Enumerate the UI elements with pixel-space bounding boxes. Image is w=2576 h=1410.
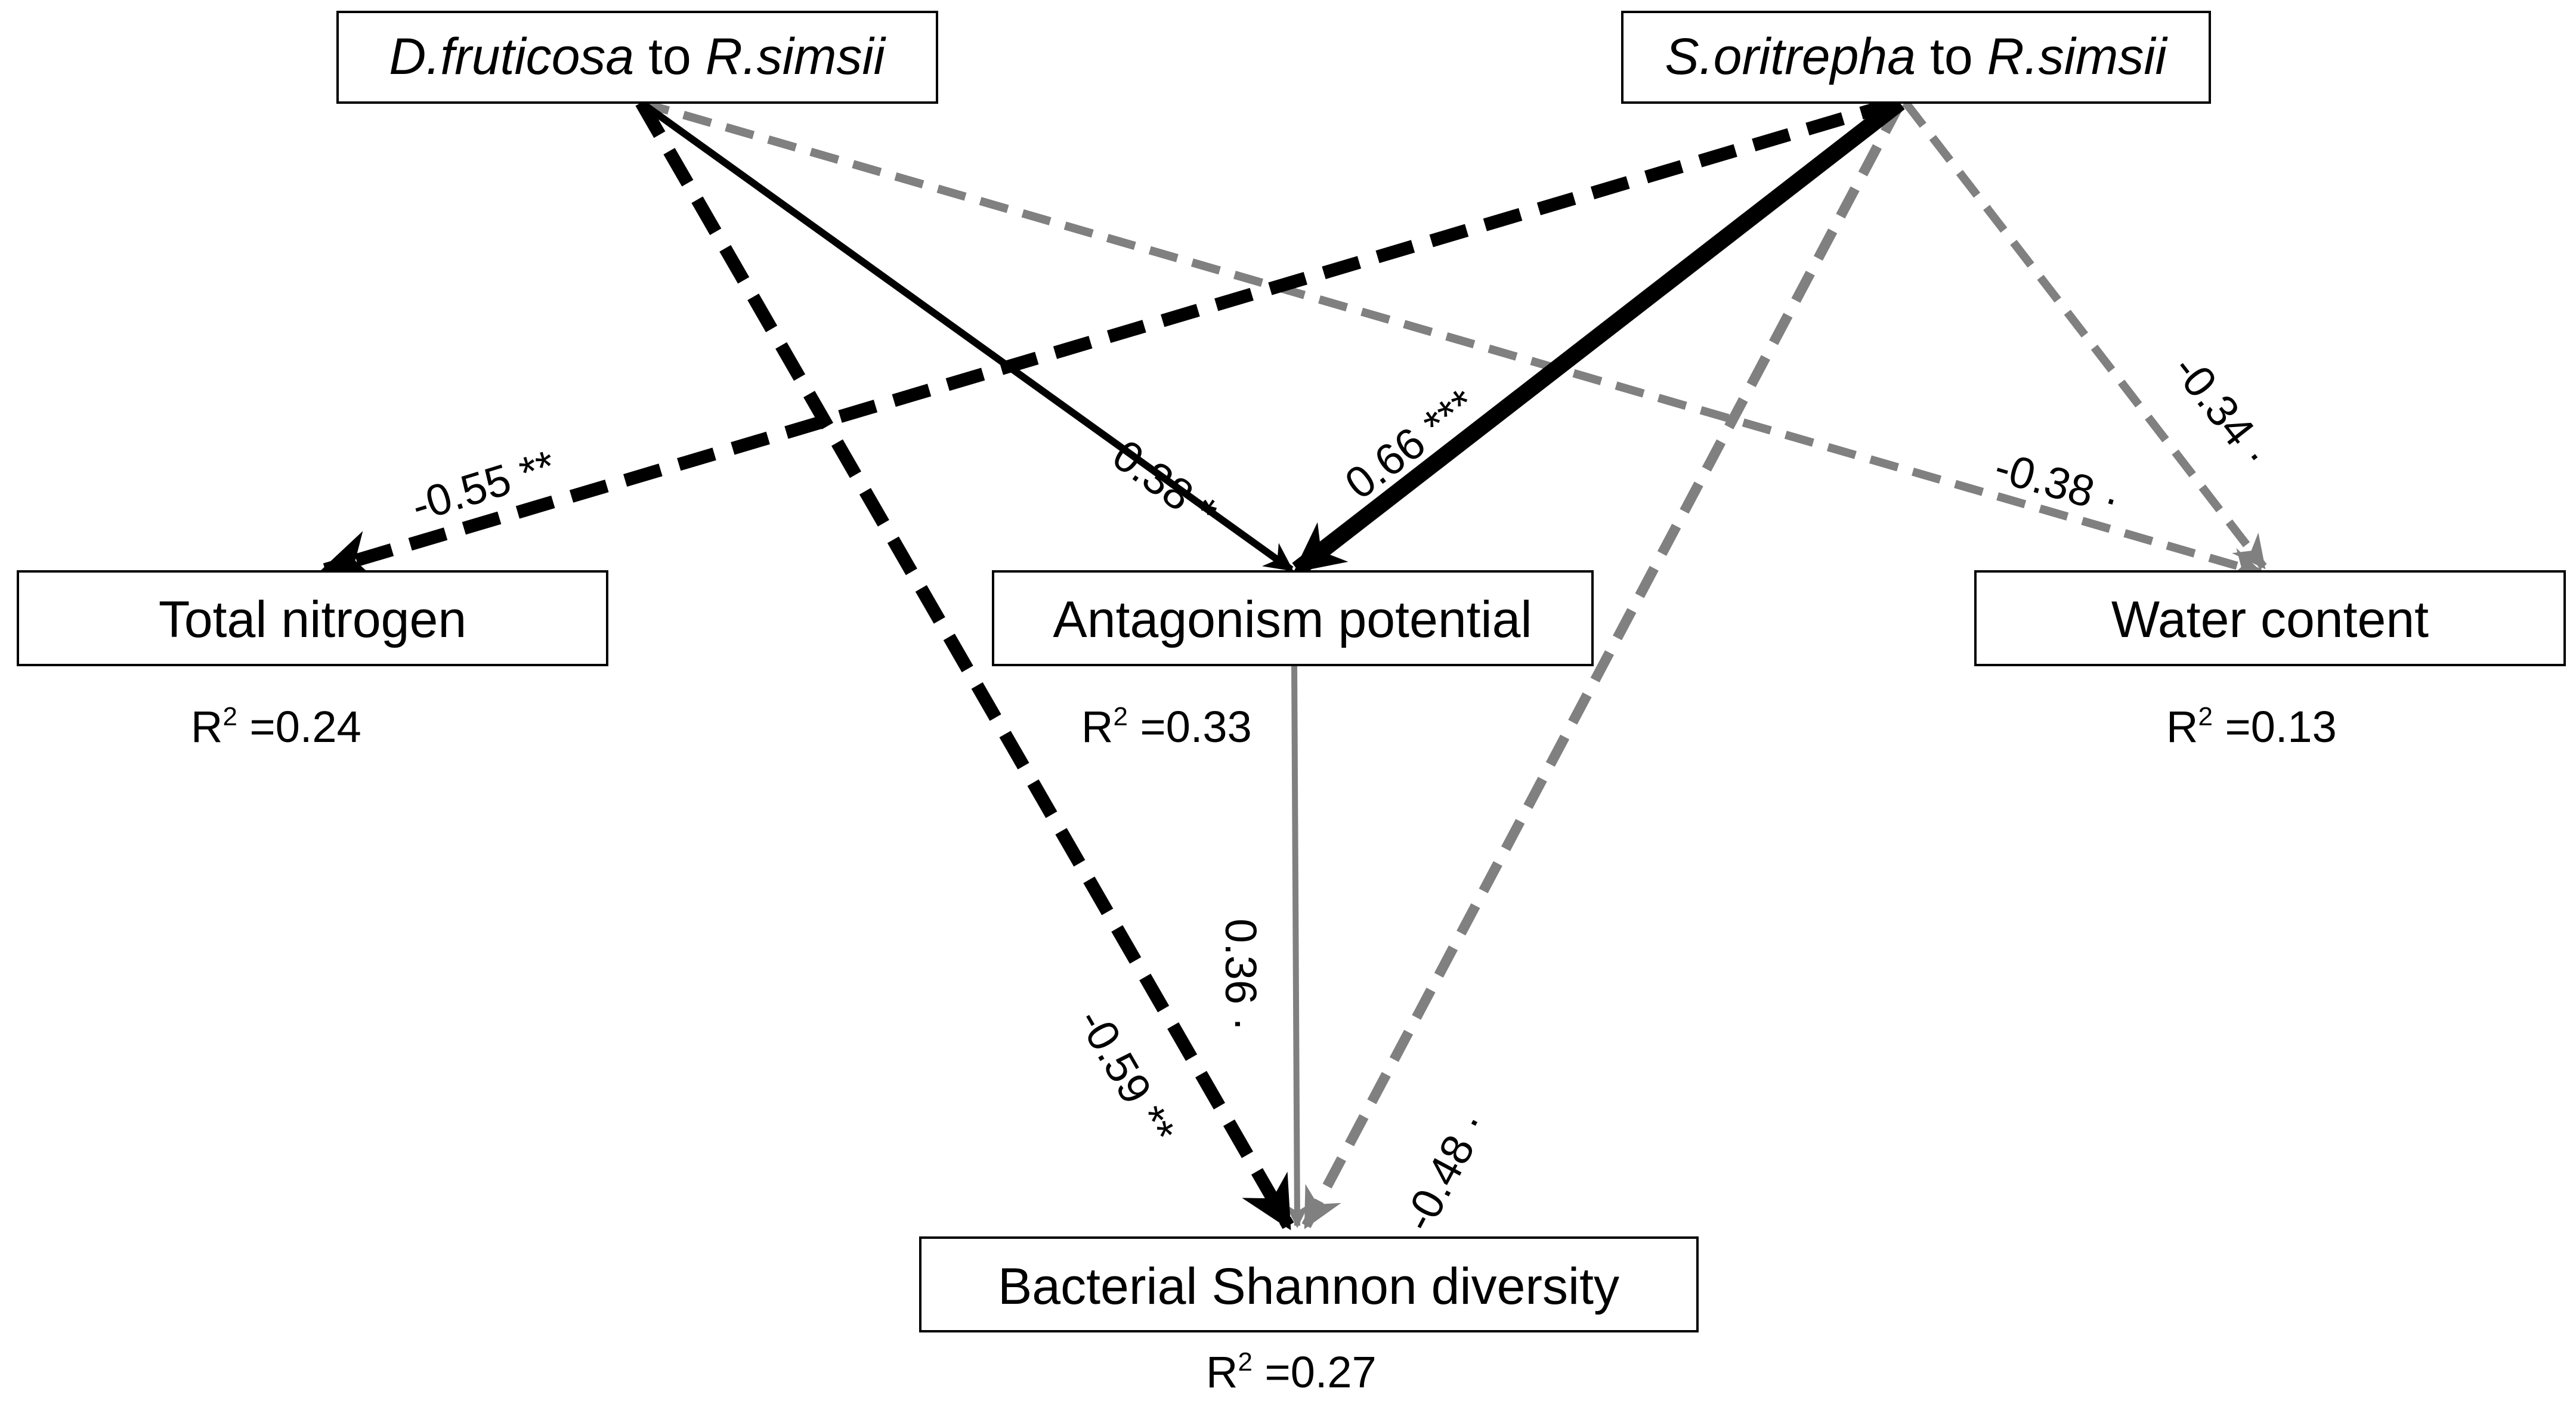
- node-soritrepha-species: S.oritrepha: [1665, 28, 1916, 85]
- edge-dfru-to-antagonism: [639, 100, 1294, 573]
- node-water-content: Water content R2 =0.13: [1974, 570, 2566, 752]
- node-soritrepha-target: R.simsii: [1987, 28, 2169, 85]
- node-soritrepha: S.oritrepha to R.simsii: [1621, 11, 2211, 104]
- node-bacterial-shannon-diversity: Bacterial Shannon diversity R2 =0.27: [919, 1236, 1699, 1397]
- node-dfruticosa: D.fruticosa to R.simsii: [336, 11, 938, 104]
- edge-antagonism-to-shannon: [1285, 664, 1309, 1228]
- node-total-nitrogen-r2: R2 =0.24: [191, 702, 361, 752]
- edge-dfru-to-water: [640, 98, 2264, 580]
- edge-dfru-to-shannon: [635, 99, 1294, 1230]
- node-dfruticosa-species: D.fruticosa: [389, 28, 634, 85]
- edges: [320, 95, 2267, 1230]
- node-shannon-r2: R2 =0.27: [1206, 1347, 1377, 1397]
- node-water-content-label: Water content: [2111, 591, 2429, 648]
- node-shannon-label: Bacterial Shannon diversity: [998, 1258, 1619, 1315]
- node-dfruticosa-to: to: [634, 28, 706, 85]
- edge-sori-to-shannon: [1301, 102, 1904, 1230]
- svg-text:D.fruticosa to R.simsii: D.fruticosa to R.simsii: [389, 28, 886, 85]
- edge-sori-to-water: [1902, 100, 2267, 570]
- node-soritrepha-to: to: [1916, 28, 1987, 85]
- edge-label-dfru-to-antagonism: 0.38 *: [1104, 430, 1226, 538]
- node-antagonism-label: Antagonism potential: [1053, 591, 1532, 648]
- edge-label-sori-to-shannon: -0.48 ·: [1393, 1103, 1497, 1239]
- edge-label-dfru-to-shannon: -0.59 **: [1068, 1000, 1185, 1152]
- node-water-content-r2: R2 =0.13: [2166, 702, 2337, 752]
- node-total-nitrogen: Total nitrogen R2 =0.24: [17, 570, 608, 752]
- node-antagonism-potential: Antagonism potential R2 =0.33: [992, 570, 1594, 752]
- node-antagonism-r2: R2 =0.33: [1081, 702, 1252, 752]
- node-total-nitrogen-label: Total nitrogen: [159, 591, 466, 648]
- edge-sori-to-nitrogen: [320, 96, 1899, 582]
- edge-label-antagonism-to-shannon: 0.36 ·: [1216, 919, 1266, 1031]
- edge-labels: 0.38 * -0.59 ** -0.38 · -0.55 ** 0.66 **…: [406, 345, 2281, 1239]
- edge-sori-to-antagonism: [1292, 95, 1905, 577]
- svg-text:S.oritrepha to R.simsii: S.oritrepha to R.simsii: [1665, 28, 2168, 85]
- node-dfruticosa-target: R.simsii: [706, 28, 887, 85]
